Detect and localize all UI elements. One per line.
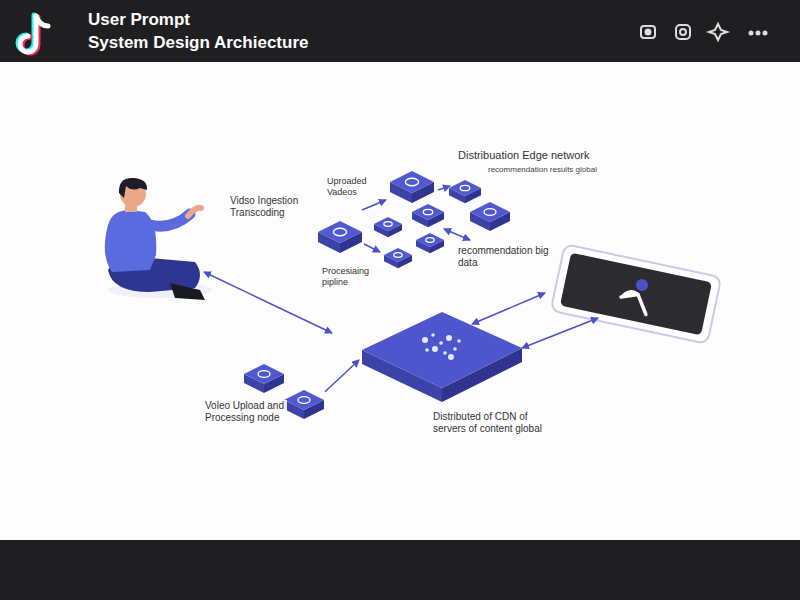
cube-icon: [244, 364, 284, 393]
cube-icon: [284, 390, 324, 419]
cube-top: [384, 248, 412, 262]
cube-icon: [374, 217, 402, 237]
note-label: recommendation results global: [488, 165, 628, 175]
cube-top: [390, 171, 434, 193]
network-dot: [425, 348, 429, 352]
stage-label: Distribuation Edge network: [458, 149, 628, 162]
network-dot: [431, 333, 435, 337]
stage-label: Uproaded Vadeos: [327, 176, 385, 198]
cube-top: [318, 221, 362, 243]
stage-label: Vidso Ingestion Transcoding: [230, 195, 312, 219]
cdn-hub: Distributed of CDN of servers of content…: [355, 305, 525, 405]
cube-symbol: [426, 238, 434, 243]
network-dot: [443, 351, 447, 355]
bottom-bar: [0, 540, 800, 600]
cube-symbol: [460, 185, 470, 190]
person-figure: [105, 178, 212, 300]
upload-node: Voleo Upload and Processing node: [240, 362, 325, 428]
cube-icon: [384, 248, 412, 268]
network-dot: [439, 341, 443, 345]
stage-label: recommendation big data: [458, 245, 554, 269]
phone-device: [551, 244, 722, 344]
cube-top: [374, 217, 402, 231]
node-label: Distributed of CDN of servers of content…: [433, 411, 555, 435]
cube-top: [470, 202, 510, 222]
cube-top: [284, 390, 324, 410]
network-dot: [453, 347, 457, 351]
cube-symbol: [405, 178, 418, 185]
cube-top: [244, 364, 284, 384]
cube-icon: [390, 171, 434, 203]
cube-top: [412, 204, 444, 220]
cube-symbol: [298, 397, 310, 404]
page-subtitle: System Design Archiecture: [88, 33, 388, 53]
cube-symbol: [258, 371, 270, 378]
cube-symbol: [384, 222, 392, 227]
cube-symbol: [333, 228, 346, 235]
cube-symbol: [484, 209, 496, 216]
flow-arrows: [204, 186, 598, 348]
node-label: Voleo Upload and Processing node: [205, 400, 287, 424]
app-logo: [18, 15, 48, 53]
cube-icon: [318, 221, 362, 253]
network-dot: [432, 346, 438, 352]
network-dot: [448, 354, 454, 360]
cube-icon: [449, 180, 481, 203]
network-dot: [457, 339, 461, 343]
cube-symbol: [394, 253, 402, 258]
stage-label: Procesiaing pipline: [322, 266, 384, 288]
cube-symbol: [423, 209, 433, 214]
header-icons: [641, 24, 767, 40]
network-dot: [446, 335, 452, 341]
network-dot: [422, 337, 428, 343]
node-shape: [355, 305, 525, 405]
cube-top: [449, 180, 481, 196]
cube-icon: [416, 233, 444, 253]
cube-top: [416, 233, 444, 247]
cube-icon: [412, 204, 444, 227]
cube-icon: [470, 202, 510, 231]
page-title: User Prompt: [88, 10, 190, 30]
flow-connector: [325, 360, 359, 392]
hub-top: [362, 312, 522, 388]
